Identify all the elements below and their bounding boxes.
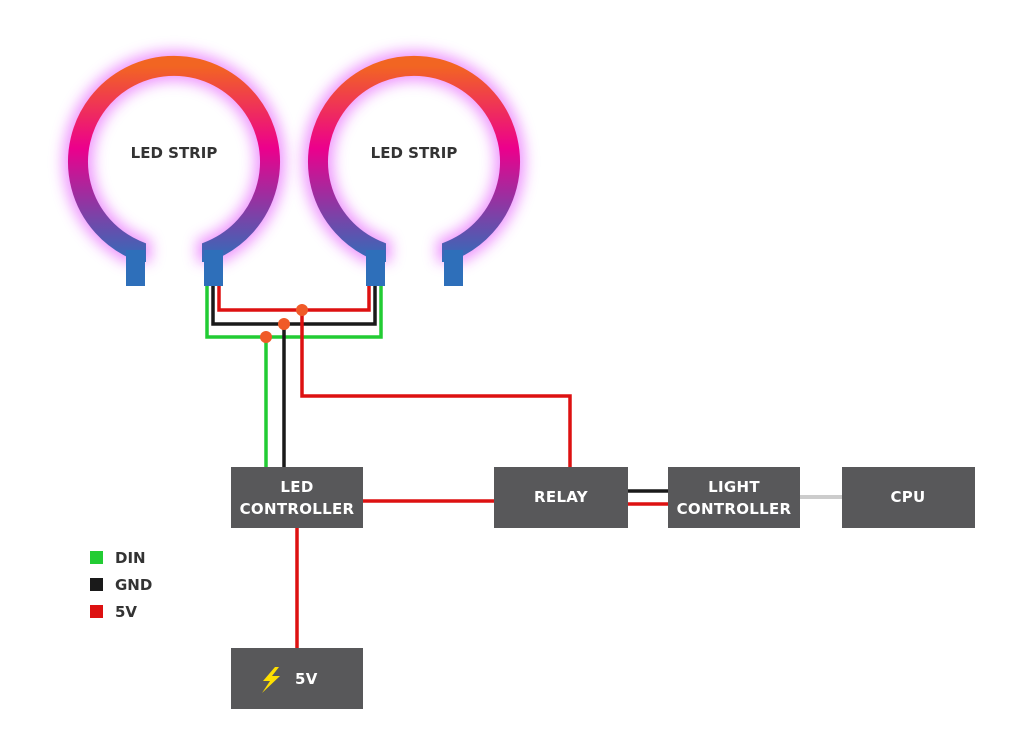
led-controller-box: LED CONTROLLER	[231, 467, 363, 528]
legend: DIN GND 5V	[90, 549, 152, 621]
legend-label-gnd: GND	[115, 576, 152, 594]
junction-dot	[296, 304, 308, 316]
legend-swatch-gnd	[90, 578, 103, 591]
cpu-label: CPU	[890, 488, 925, 506]
wire-gnd	[211, 286, 377, 467]
led-strip-label: LED STRIP	[371, 144, 458, 162]
relay-box: RELAY	[494, 467, 628, 528]
led-controller-label-line2: CONTROLLER	[240, 500, 355, 518]
light-controller-label-line2: CONTROLLER	[677, 500, 792, 518]
power-supply-box: 5V	[231, 648, 363, 709]
legend-label-din: DIN	[115, 549, 146, 567]
relay-label: RELAY	[534, 488, 589, 506]
led-strip-label: LED STRIP	[131, 144, 218, 162]
cpu-box: CPU	[842, 467, 975, 528]
light-controller-box: LIGHT CONTROLLER	[668, 467, 800, 528]
wire-din	[205, 286, 383, 467]
light-controller-label-line1: LIGHT	[708, 478, 760, 496]
legend-swatch-5v	[90, 605, 103, 618]
led-strip-right: LED STRIP	[303, 50, 525, 286]
legend-swatch-din	[90, 551, 103, 564]
led-controller-label-line1: LED	[280, 478, 313, 496]
legend-label-5v: 5V	[115, 603, 137, 621]
junction-dot	[278, 318, 290, 330]
led-strip-left: LED STRIP	[63, 50, 285, 286]
power-supply-label: 5V	[295, 670, 318, 688]
junction-dot	[260, 331, 272, 343]
lightning-bolt-icon	[262, 667, 280, 693]
wire-5v	[217, 286, 668, 648]
